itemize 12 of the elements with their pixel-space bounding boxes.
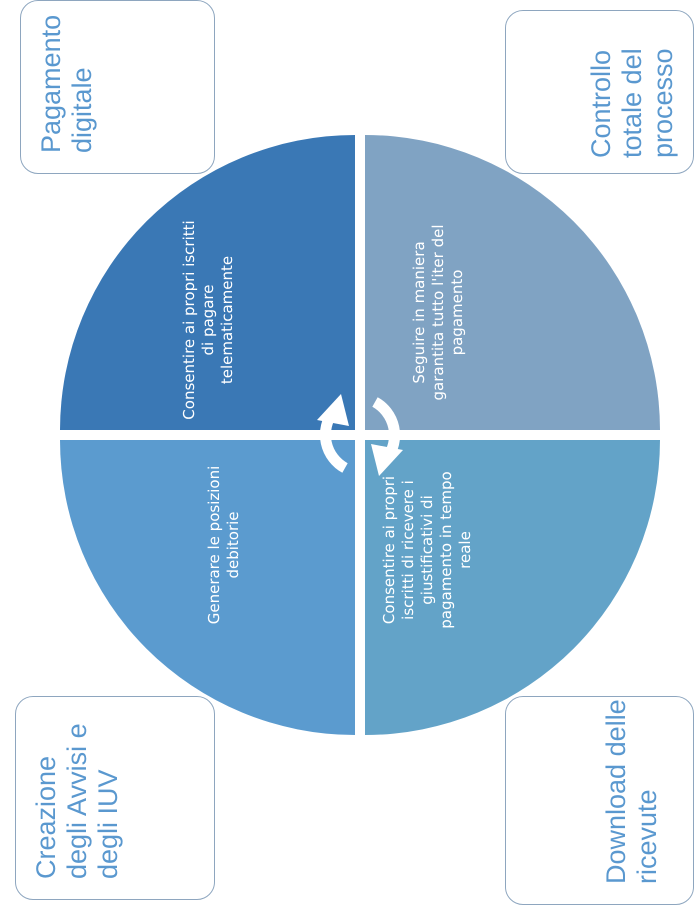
segment-text: Seguire in maniera garantita tutto l'iter del pagamento <box>410 224 467 402</box>
rounded-text-box <box>15 696 215 900</box>
segment-text: Generare le posizioni debitorie <box>205 465 243 625</box>
segment-text: Consentire ai propri iscritti di pagare telematicamente <box>180 220 237 420</box>
box-title: Download delle ricevute <box>601 699 663 884</box>
segment-text: Consentire ai propri iscritti di ricevere i giustificativi di pagamento in tempo reale <box>380 470 475 631</box>
box-title: Pagamento digitale <box>36 14 98 153</box>
rounded-text-box <box>505 696 694 905</box>
rounded-text-box <box>505 10 694 174</box>
box-title: Controllo totale del processo <box>586 47 679 158</box>
box-title: Creazione degli Avvisi e degli IUV <box>31 722 124 879</box>
rounded-text-box <box>20 0 215 174</box>
